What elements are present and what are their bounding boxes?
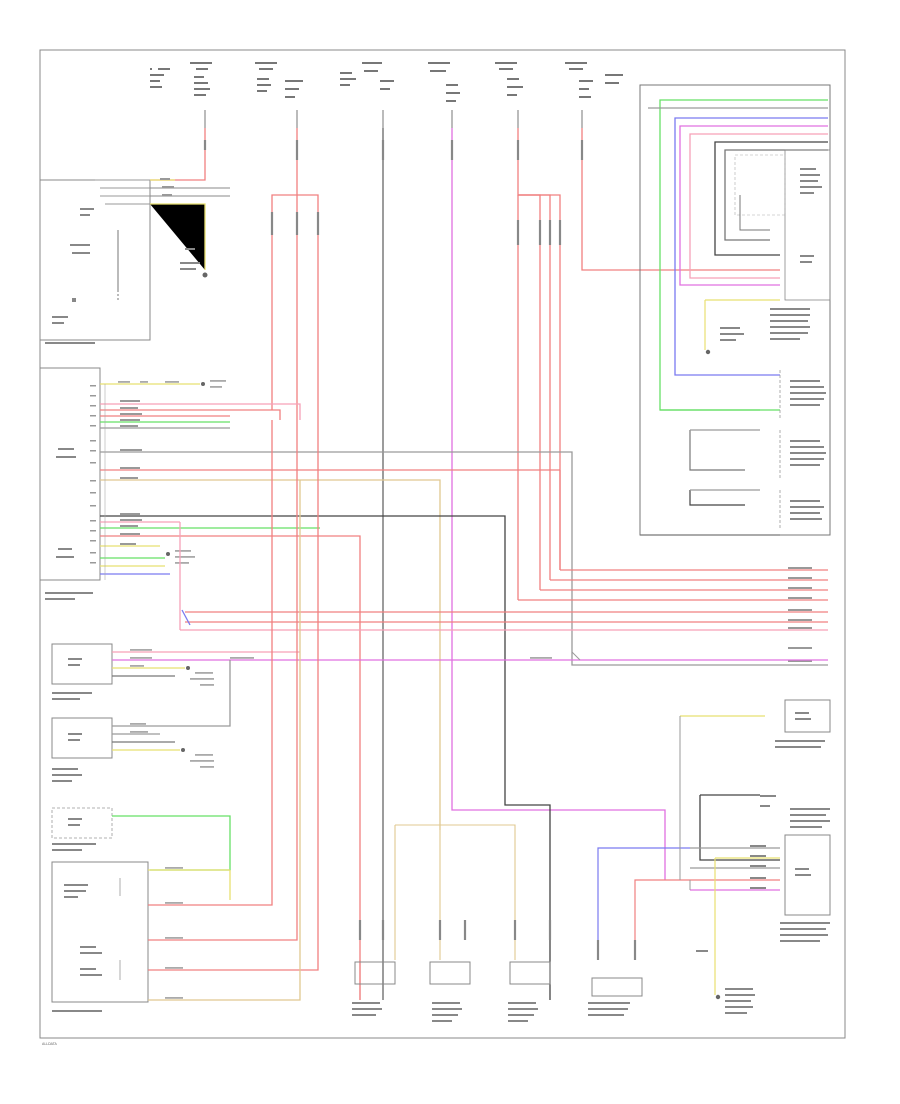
right-components <box>639 84 831 536</box>
feed-wires <box>150 128 780 1000</box>
power-sources <box>150 62 623 102</box>
bottom-left-panel <box>51 420 319 1012</box>
top-left-module <box>39 178 230 344</box>
climate-control-unit <box>39 367 828 1000</box>
right-harness-labels <box>788 567 812 662</box>
wire-connectors <box>203 140 584 245</box>
right-harness <box>179 470 828 631</box>
footer-text: ALLDATA <box>42 1042 58 1046</box>
lower-right-modules <box>679 699 831 1014</box>
fuse-stubs <box>204 110 583 128</box>
bottom-sensors <box>352 824 690 1022</box>
left-sensor-group <box>51 643 828 782</box>
